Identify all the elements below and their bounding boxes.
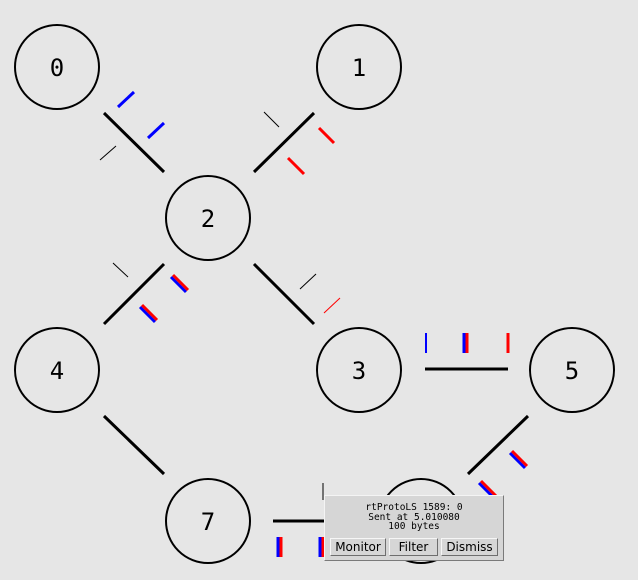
- popup-size: 100 bytes: [388, 521, 440, 532]
- packet: [317, 126, 336, 145]
- link-5-6[interactable]: [466, 414, 530, 476]
- link-2-3[interactable]: [252, 262, 316, 326]
- node-1-label: 1: [352, 54, 366, 82]
- packet: [169, 275, 188, 294]
- link-4-7[interactable]: [102, 414, 166, 476]
- node-4[interactable]: 4: [14, 327, 100, 413]
- packet: [286, 156, 306, 176]
- packet: [323, 297, 341, 314]
- link-0-2[interactable]: [102, 111, 166, 174]
- node-3[interactable]: 3: [316, 327, 402, 413]
- packet: [479, 479, 498, 498]
- packet: [140, 303, 159, 322]
- packet: [510, 449, 529, 468]
- dismiss-button[interactable]: Dismiss: [441, 538, 498, 556]
- link-1-2[interactable]: [252, 111, 316, 174]
- packet: [112, 262, 129, 278]
- node-5-label: 5: [565, 357, 579, 385]
- nodes: 0 1 2 3 4 5 6 7: [14, 24, 615, 564]
- node-2-label: 2: [201, 205, 215, 233]
- packet: [508, 451, 527, 470]
- popup-title: rtProtoLS 1589: 0: [365, 502, 463, 513]
- packet: [99, 145, 117, 161]
- packet: [138, 305, 157, 324]
- node-0[interactable]: 0: [14, 24, 100, 110]
- link-2-4[interactable]: [102, 262, 166, 326]
- packet: [299, 273, 317, 290]
- node-0-label: 0: [50, 54, 64, 82]
- packet: [263, 111, 280, 128]
- node-3-label: 3: [352, 357, 366, 385]
- node-1[interactable]: 1: [316, 24, 402, 110]
- filter-button[interactable]: Filter: [389, 538, 438, 556]
- packet: [116, 90, 136, 109]
- node-2[interactable]: 2: [165, 175, 251, 261]
- packet-info-popup: rtProtoLS 1589: 0 Sent at 5.010080 100 b…: [324, 495, 504, 561]
- links: [102, 111, 530, 523]
- popup-sent-time: Sent at 5.010080: [368, 512, 460, 523]
- node-5[interactable]: 5: [529, 327, 615, 413]
- node-4-label: 4: [50, 357, 64, 385]
- node-7[interactable]: 7: [165, 478, 251, 564]
- packet: [171, 273, 190, 292]
- monitor-button[interactable]: Monitor: [330, 538, 386, 556]
- packet: [146, 121, 166, 140]
- node-7-label: 7: [201, 508, 215, 536]
